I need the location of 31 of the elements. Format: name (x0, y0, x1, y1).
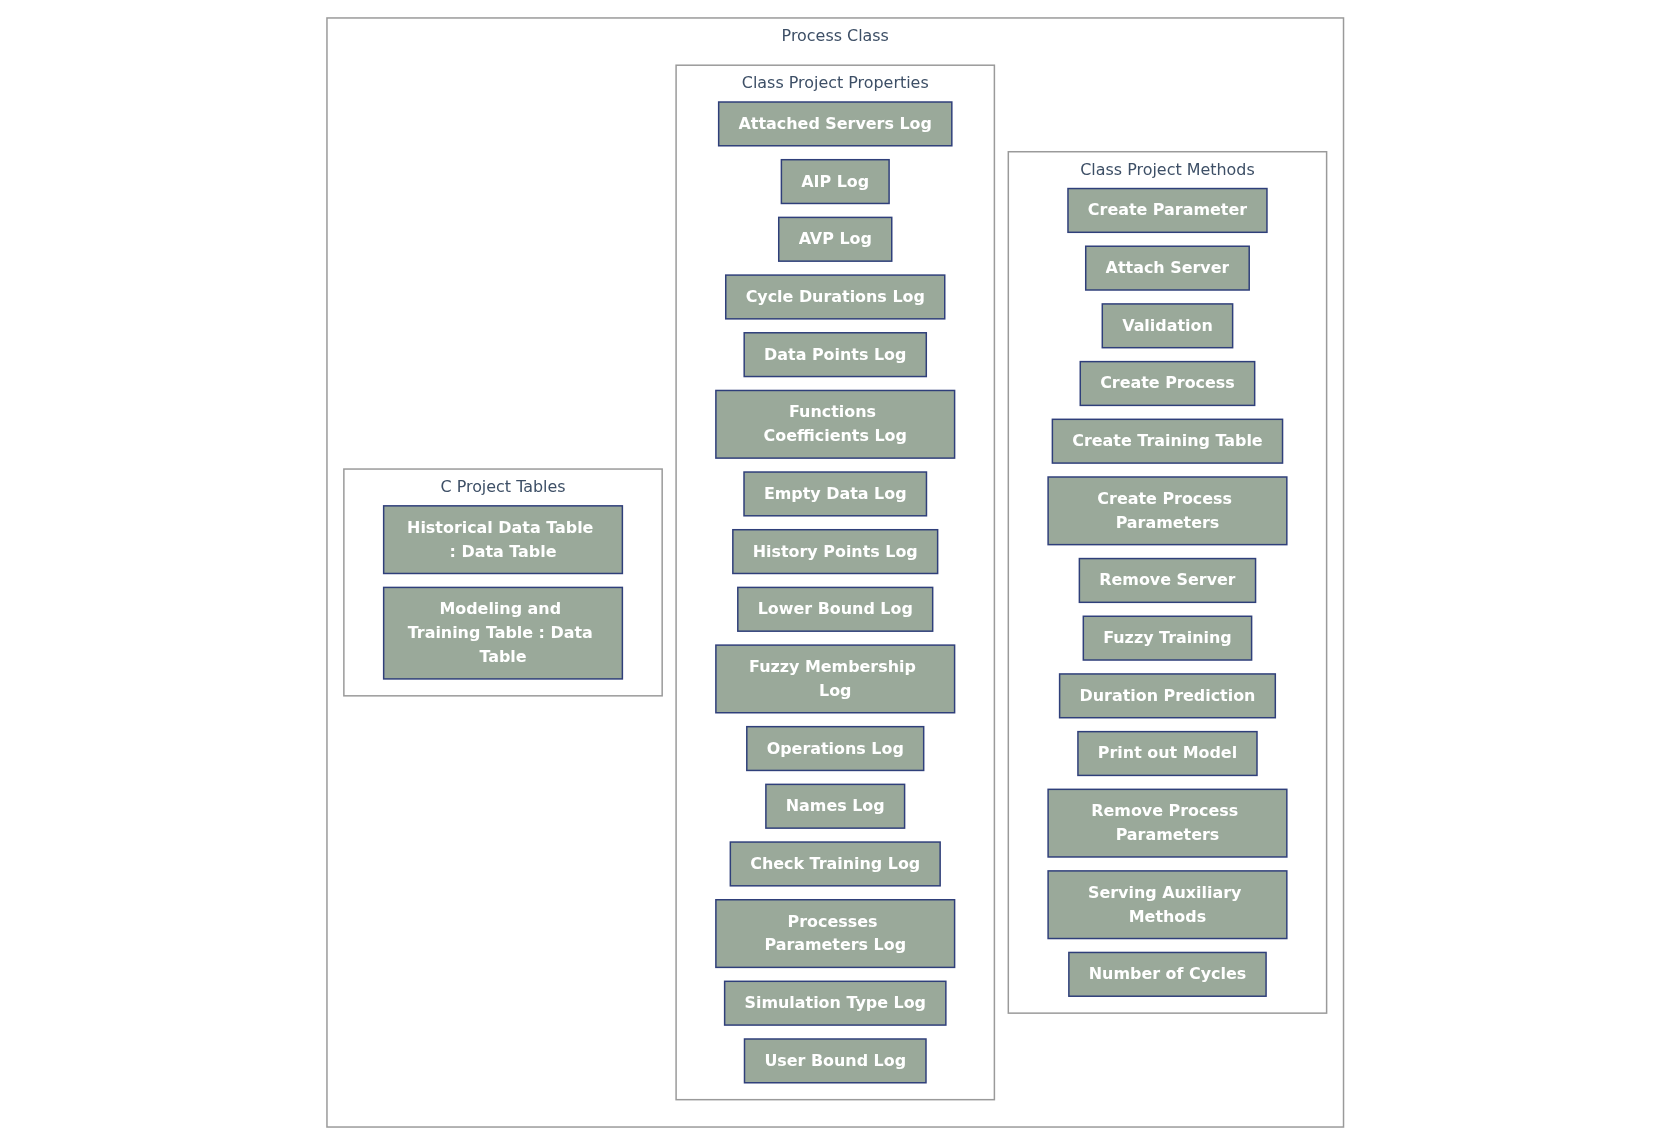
node-box: Lower Bound Log (736, 586, 934, 632)
node-box: Remove Process Parameters (1047, 788, 1288, 858)
node-box: Names Log (764, 783, 906, 829)
node-box: Attach Server (1084, 245, 1250, 291)
node-box: Functions Coefficients Log (714, 389, 956, 459)
node-box: Data Points Log (743, 332, 927, 378)
node-box: Operations Log (745, 725, 925, 772)
node-box: Fuzzy Training (1082, 615, 1253, 661)
node-box: Check Training Log (729, 841, 941, 887)
node-box: Cycle Durations Log (724, 274, 946, 320)
node-box: Print out Model (1076, 730, 1258, 777)
node-box: AVP Log (777, 216, 893, 262)
node-box: Historical Data Table : Data Table (382, 505, 623, 575)
node-box: Create Process Parameters (1047, 476, 1288, 546)
node-box: Serving Auxiliary Methods (1047, 870, 1288, 940)
node-box: History Points Log (731, 528, 939, 575)
node-box: AIP Log (780, 158, 890, 205)
node-box: Fuzzy Membership Log (714, 644, 956, 714)
node-box: Duration Prediction (1058, 673, 1276, 719)
node-box: Remove Server (1078, 557, 1257, 604)
node-box: Validation (1101, 303, 1234, 349)
node-box: Processes Parameters Log (714, 899, 956, 969)
node-box: Attached Servers Log (717, 101, 953, 147)
node-box: Empty Data Log (743, 471, 927, 517)
node-box: Create Process (1079, 360, 1256, 407)
node-box: Modeling and Training Table : Data Table (382, 586, 623, 680)
node-box: Create Parameter (1066, 187, 1268, 234)
node-box: Number of Cycles (1067, 951, 1267, 997)
node-box: User Bound Log (743, 1038, 927, 1084)
node-box: Create Training Table (1051, 418, 1284, 464)
node-box: Simulation Type Log (723, 980, 947, 1026)
